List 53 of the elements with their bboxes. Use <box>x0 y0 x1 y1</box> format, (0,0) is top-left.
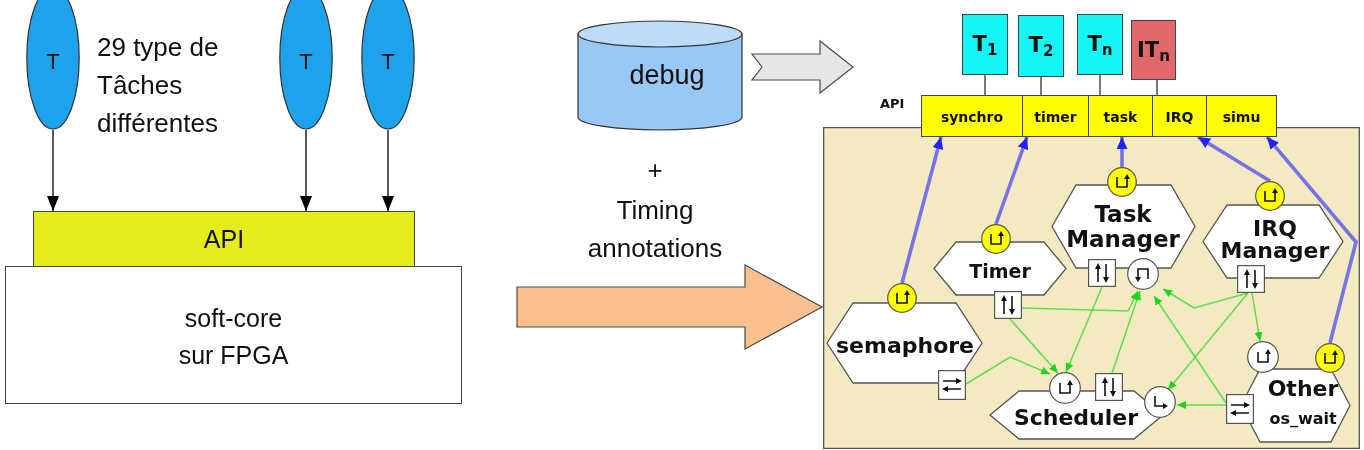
module-hexagon <box>1226 341 1350 442</box>
arrow <box>1251 292 1263 342</box>
block-arrow <box>750 39 854 95</box>
arrow <box>1111 290 1141 374</box>
arrow <box>382 129 394 212</box>
arrow <box>1197 135 1271 183</box>
arrow <box>900 136 944 284</box>
module-name: Timer <box>969 260 1031 282</box>
api-segment: synchro <box>921 95 1023 137</box>
interrupt-task-box: IT$_{n}$ <box>1131 20 1176 80</box>
arrow <box>1153 295 1227 404</box>
task-box: T$_{n}$ <box>1077 14 1123 75</box>
module-hexagon <box>1052 167 1195 290</box>
module-name: IRQ Manager <box>1220 218 1330 262</box>
arrow <box>1009 318 1059 374</box>
connector-line <box>1099 74 1101 96</box>
module-hexagon <box>990 372 1176 439</box>
arrow <box>1265 135 1358 344</box>
connector-line <box>1156 79 1158 96</box>
system-panel <box>823 127 1360 449</box>
module-name: Scheduler <box>1013 405 1139 429</box>
function-name: os_wait <box>1269 410 1337 428</box>
arrow <box>1065 286 1103 373</box>
module-hexagon <box>934 224 1066 319</box>
annotation-text: Timing annotations <box>586 194 724 265</box>
module-hexagon <box>1203 181 1343 293</box>
arrow <box>300 129 312 212</box>
arrow <box>1176 401 1227 409</box>
api-segment: task <box>1088 95 1153 137</box>
api-segment: IRQ <box>1152 95 1207 137</box>
api-segment: simu <box>1206 95 1277 137</box>
module-hexagon <box>827 283 982 400</box>
arrow <box>1021 290 1139 312</box>
api-label: API <box>880 96 905 112</box>
api-segment: timer <box>1022 95 1089 137</box>
connector-line <box>1040 76 1042 96</box>
connector-line <box>984 74 986 96</box>
task-box: T$_{1}$ <box>962 14 1008 75</box>
platform-box: soft-core sur FPGA <box>5 266 462 404</box>
plus-sign: + <box>647 154 663 186</box>
arrow <box>1167 292 1249 391</box>
module-name: Other <box>1267 375 1339 401</box>
arrow <box>1116 137 1128 167</box>
arrow <box>994 136 1029 225</box>
annotation-text: 29 type de Tâches différentes <box>97 31 220 140</box>
arrow <box>47 129 59 212</box>
module-name: Task Manager <box>1066 202 1180 252</box>
task-box: T$_{2}$ <box>1018 15 1064 77</box>
arrow <box>1162 288 1249 309</box>
api-bar: API <box>33 211 415 267</box>
arrow <box>965 356 1051 385</box>
module-name: semaphore <box>835 332 975 358</box>
block-arrow <box>516 264 824 350</box>
